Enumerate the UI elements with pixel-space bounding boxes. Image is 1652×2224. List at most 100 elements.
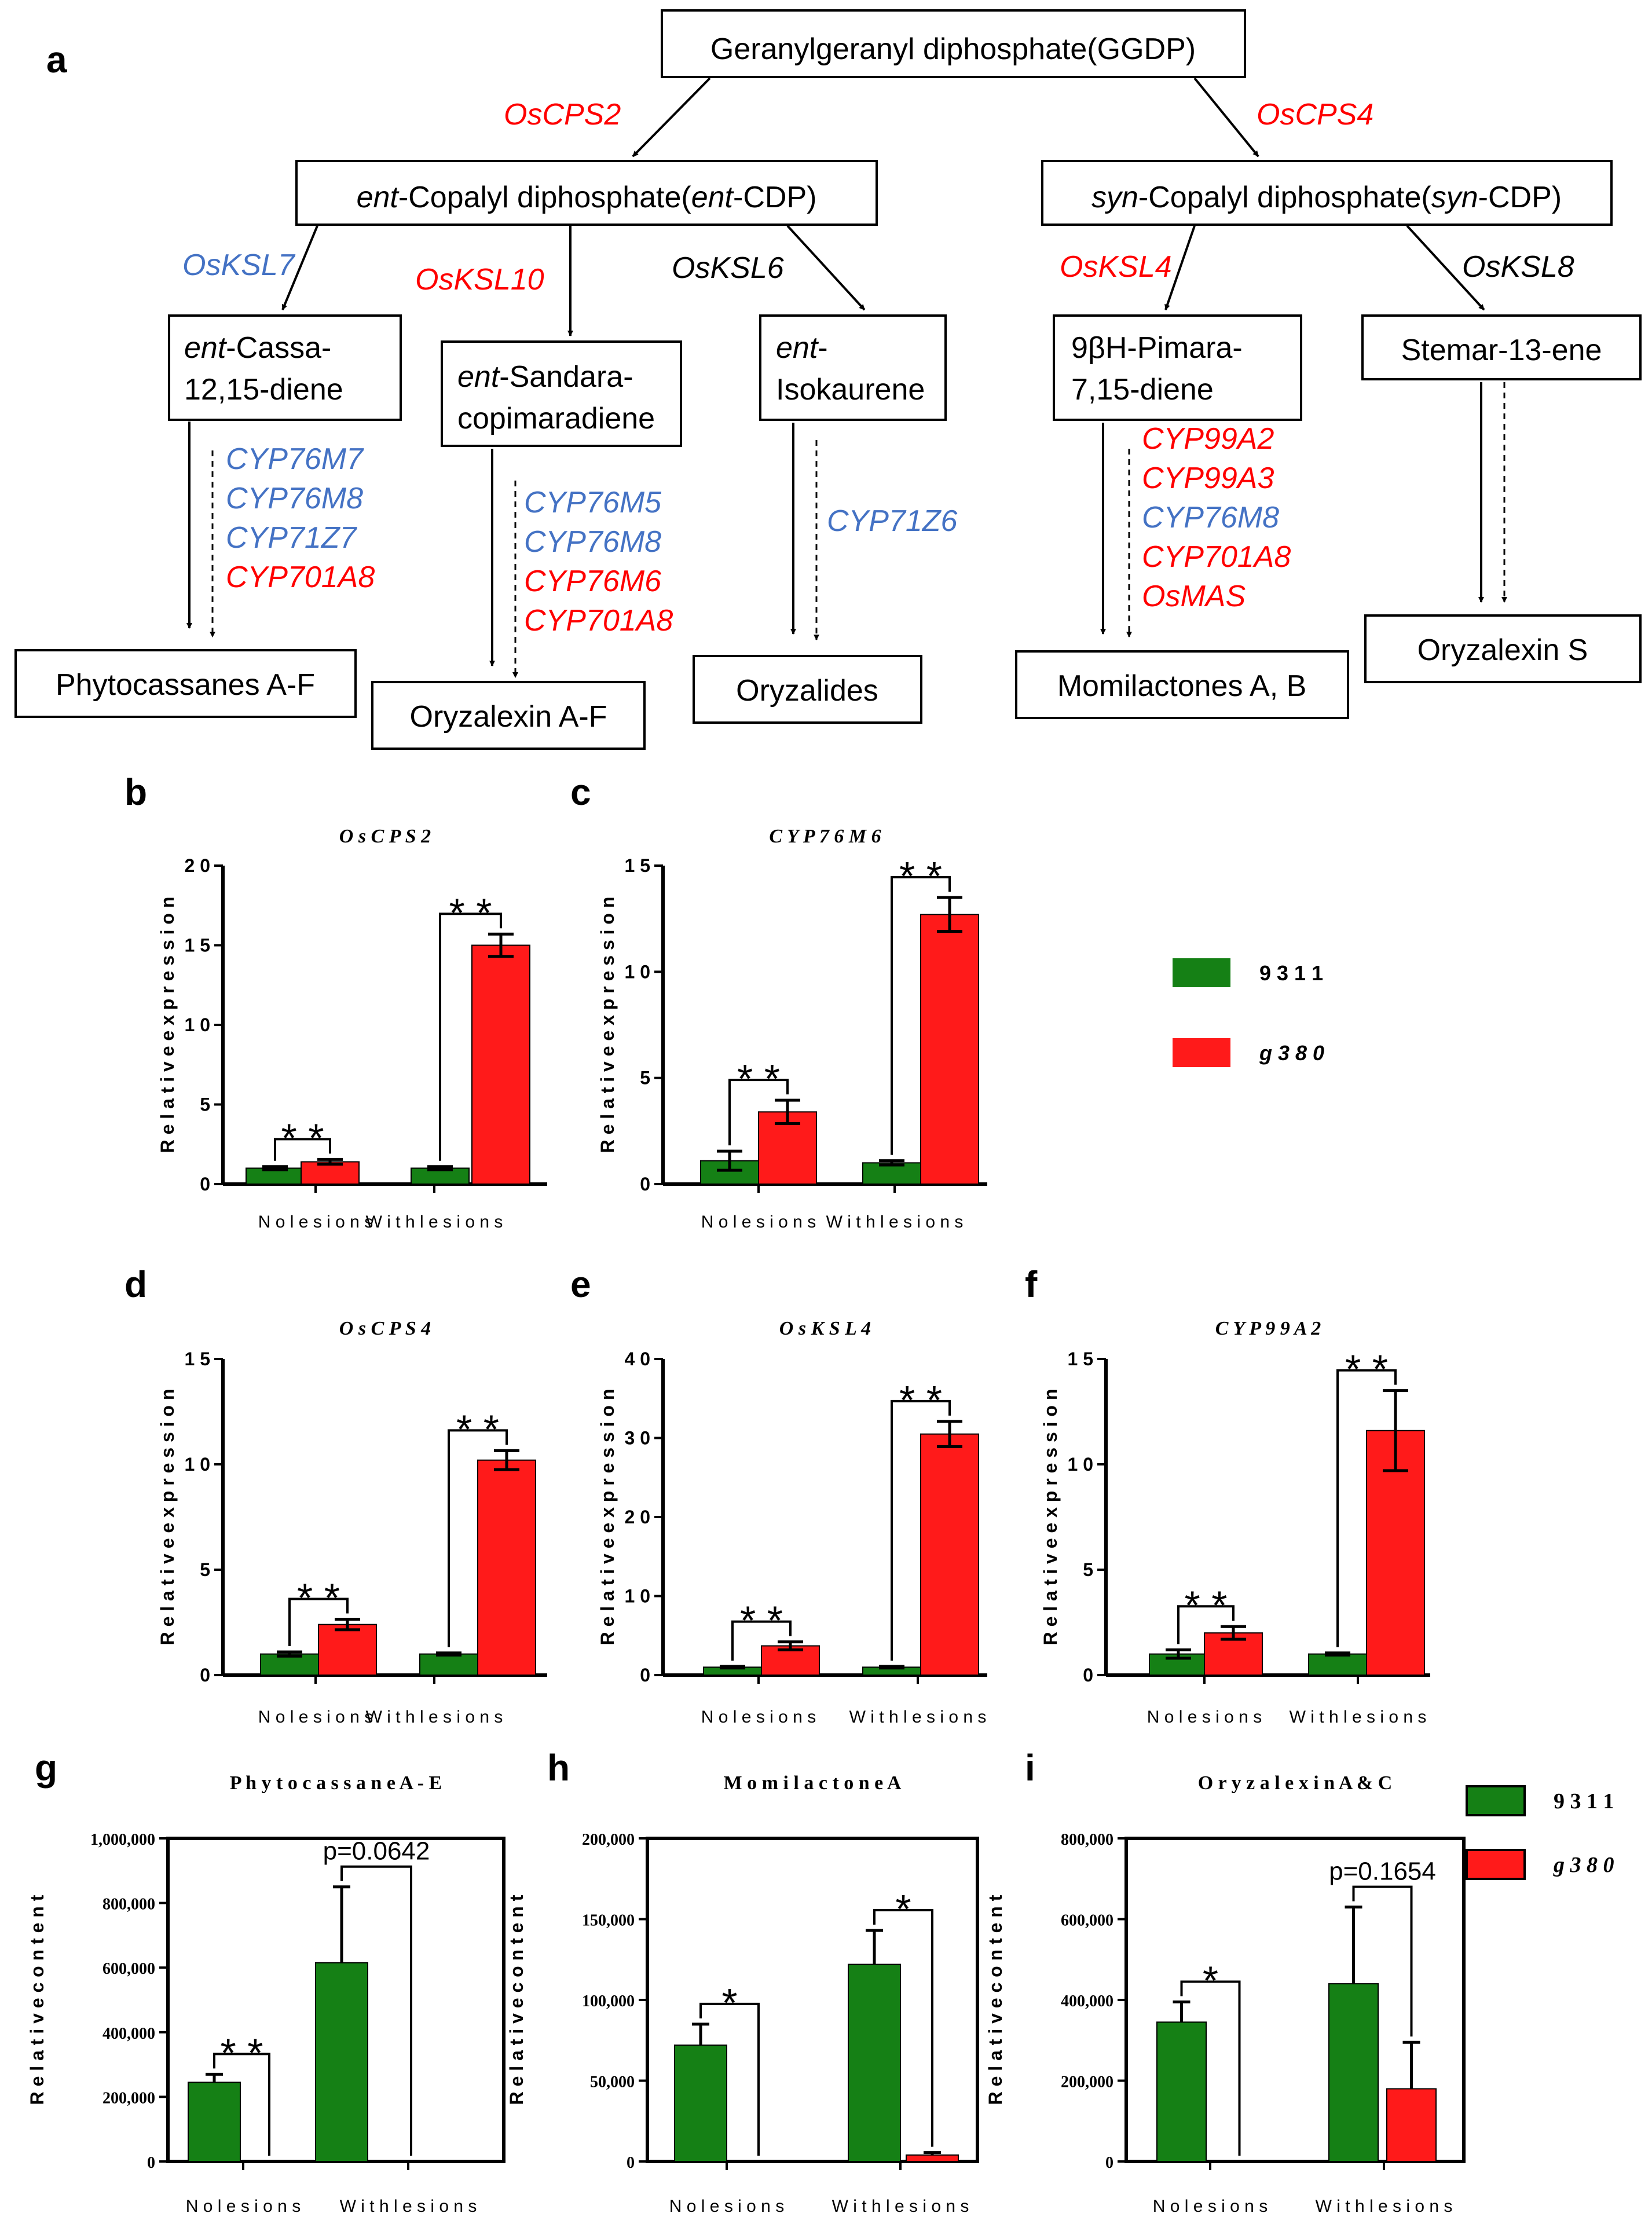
node-box <box>1361 314 1642 380</box>
y-tick-label: 0 <box>147 2154 155 2172</box>
node-phytocassanes: Phytocassanes A-F <box>14 649 357 718</box>
chart-title: O r y z a l e x i n A & C <box>1198 1772 1393 1794</box>
gene-label: CYP76M6 <box>524 565 661 598</box>
chart-title: P h y t o c a s s a n e A - E <box>230 1772 442 1794</box>
y-axis-label: R e l a t i v e c o n t e n t <box>506 1895 527 2105</box>
y-tick-label: 1 0 <box>185 1014 210 1035</box>
significance-bracket <box>1177 1605 1235 1644</box>
y-tick-label: 400,000 <box>1061 1992 1113 2010</box>
node-box <box>441 340 682 447</box>
bar <box>920 1433 979 1676</box>
y-tick-label: 1 5 <box>185 935 210 956</box>
gene-label: CYP71Z7 <box>226 521 358 555</box>
bar <box>318 1624 377 1676</box>
legend-label: 9 3 1 1 <box>1554 1789 1614 1813</box>
node-oryzalexin_af: Oryzalexin A-F <box>371 681 646 750</box>
node-label-part: 7,15-diene <box>1071 373 1214 406</box>
legend-label: g 3 8 0 <box>1259 1041 1324 1065</box>
y-tick-label: 3 0 <box>625 1428 650 1449</box>
bar <box>674 2045 727 2163</box>
pathway-arrow <box>632 77 711 157</box>
bar <box>1156 2021 1207 2163</box>
enzyme-oscps2: OsCPS2 <box>504 98 621 131</box>
chart-title: O s K S L 4 <box>779 1318 871 1339</box>
y-axis-label: R e l a t i v e e x p r e s s i o n <box>1040 1389 1061 1646</box>
node-label: Momilactones A, B <box>1057 669 1307 703</box>
bar <box>471 944 530 1185</box>
y-tick-label: 2 0 <box>625 1507 650 1527</box>
legend-swatch <box>1173 1038 1230 1067</box>
significance-label: p=0.1654 <box>1329 1857 1436 1886</box>
node-label-part: copimaradiene <box>457 402 655 435</box>
y-tick-label: 5 <box>200 1094 210 1115</box>
gene-label: CYP701A8 <box>226 560 375 594</box>
x-tick-label: W i t h l e s i o n s <box>849 1708 987 1727</box>
y-tick-label: 150,000 <box>582 1912 635 1930</box>
significance-label: * * <box>456 1406 499 1452</box>
node-box <box>295 160 878 226</box>
node-oryzalides: Oryzalides <box>693 655 922 724</box>
legend-label: 9 3 1 1 <box>1259 961 1323 985</box>
bar <box>906 2154 959 2163</box>
bar <box>1386 2088 1437 2162</box>
node-label-part: syn <box>1431 181 1478 214</box>
node-label: Oryzalexin A-F <box>410 700 607 734</box>
y-axis-label: R e l a t i v e c o n t e n t <box>985 1895 1006 2105</box>
y-tick-label: 0 <box>1105 2154 1113 2172</box>
panel-label-c: c <box>570 771 591 813</box>
x-tick-label: W i t h l e s i o n s <box>366 1708 503 1727</box>
node-box <box>14 649 357 718</box>
significance-bracket <box>1336 1369 1397 1647</box>
y-axis-label: R e l a t i v e e x p r e s s i o n <box>157 1389 178 1646</box>
pathway-arrow <box>1164 225 1196 310</box>
significance-label: * * <box>1345 1347 1388 1392</box>
x-tick-label: W i t h l e s i o n s <box>366 1212 503 1232</box>
significance-label: * * <box>449 890 492 935</box>
y-tick-label: 5 <box>200 1559 210 1580</box>
node-label-part: Phytocassanes A-F <box>56 668 315 702</box>
y-tick-label: 1,000,000 <box>90 1831 155 1849</box>
significance-label: * * <box>899 1377 942 1423</box>
y-tick-label: 5 <box>1083 1559 1093 1580</box>
y-tick-label: 1 0 <box>185 1454 210 1475</box>
chart-title: C Y P 9 9 A 2 <box>1215 1318 1321 1339</box>
bar <box>848 1963 901 2163</box>
y-tick-label: 0 <box>640 1665 650 1686</box>
enzyme-oscps4: OsCPS4 <box>1257 98 1373 131</box>
y-tick-label: 0 <box>640 1174 650 1195</box>
x-tick-label: W i t h l e s i o n s <box>340 2197 477 2216</box>
node-label-part: ent <box>691 181 735 214</box>
node-label-part: 9βH-Pimara- <box>1071 331 1243 365</box>
node-sandara: ent-Sandara-copimaradiene <box>441 340 682 447</box>
panel-label-e: e <box>570 1263 591 1305</box>
node-label-part: -Cassa- <box>226 331 331 365</box>
node-label-part: Oryzalexin A-F <box>410 700 607 734</box>
y-tick-label: 5 <box>640 1068 650 1089</box>
x-tick-label: N o l e s i o n s <box>669 2197 784 2216</box>
significance-label: * <box>1203 1958 1218 2003</box>
chart-title: O s C P S 4 <box>339 1318 431 1339</box>
y-tick-label: 1 0 <box>1068 1454 1093 1475</box>
node-box <box>1015 650 1349 719</box>
gene-label: CYP701A8 <box>1142 540 1291 574</box>
node-label-part: ent <box>184 331 228 365</box>
y-tick-label: 600,000 <box>102 1960 155 1978</box>
legend-top: 9 3 1 1 g 3 8 0 <box>1173 958 1324 1067</box>
node-label-part: -Copalyl diphosphate( <box>398 181 692 214</box>
enzyme-osksl8: OsKSL8 <box>1462 250 1574 284</box>
node-label-part: ent <box>457 360 501 394</box>
node-label-part: Oryzalides <box>736 674 878 708</box>
x-tick-label: W i t h l e s i o n s <box>1316 2197 1453 2216</box>
node-label-part: 12,15-diene <box>184 373 343 406</box>
bar <box>419 1653 478 1676</box>
y-tick-label: 200,000 <box>582 1831 635 1849</box>
panel-label-a: a <box>46 39 67 80</box>
node-label-part: Oryzalexin S <box>1417 633 1588 667</box>
significance-bracket <box>274 1138 331 1161</box>
x-tick-label: W i t h l e s i o n s <box>826 1212 964 1232</box>
